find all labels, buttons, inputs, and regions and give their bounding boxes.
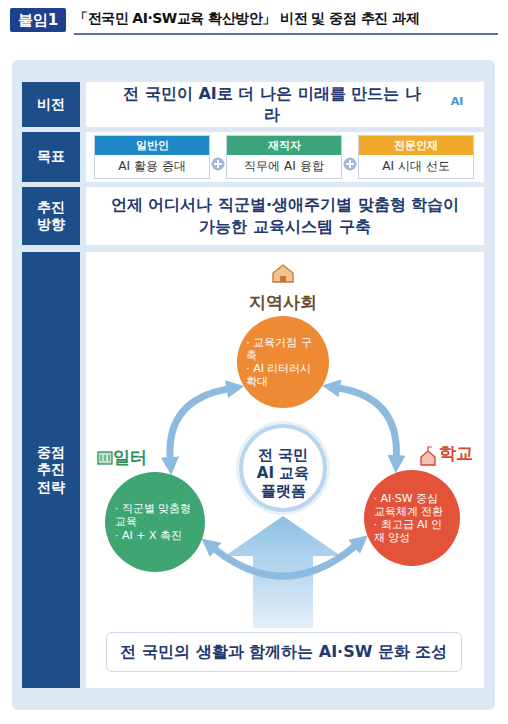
- house-shape: [273, 265, 293, 282]
- school-icon: [421, 447, 435, 465]
- title-text: 「전국민 AI·SW교육 확산방안」 비전 및 중점 추진 과제: [74, 10, 419, 28]
- row-label-box: 비전: [22, 82, 80, 127]
- building-shape: [98, 452, 112, 464]
- goal-tag: 일반인: [95, 136, 209, 155]
- box-text: 전 국민이 AI로 더 나은 미래를 만드는 나라: [116, 84, 428, 126]
- strategy-circle: 지역사회· 교육거점 구축· AI 리터러시 확대: [237, 316, 329, 408]
- circle-heading: 지역사회: [217, 291, 349, 314]
- row-label-box: 추진 방향: [22, 187, 80, 245]
- icon-label: AI: [440, 95, 474, 108]
- school-shape: [421, 451, 435, 465]
- cycle-arrow: [214, 546, 355, 576]
- strategy-circle: 일터· 직군별 맞춤형 교육· AI + X 촉진: [105, 472, 205, 572]
- goal-tag: 전문인재: [359, 136, 473, 155]
- box-text: 언제 어디서나 직군별·생애주기별 맞춤형 학습이 가능한 교육시스템 구축: [108, 194, 462, 237]
- platform-circle: 전 국민 AI 교육 플랫폼: [239, 424, 327, 512]
- plus-circle: [344, 158, 357, 171]
- box-text: 전 국민의 생활과 함께하는 AI·SW 문화 조성: [120, 642, 447, 663]
- circle-bullet: · AI·SW 중심 교육체계 전환: [374, 492, 451, 518]
- circle-body: · AI·SW 중심 교육체계 전환· 최고급 AI 인재 양성: [374, 492, 451, 545]
- building-windows: [101, 455, 109, 461]
- circle-bullet: · 교육거점 구축: [246, 336, 320, 362]
- goal-box: 전문인재AI 시대 선도: [358, 135, 474, 179]
- circle-heading: 학교: [420, 442, 473, 465]
- vision-box: 전 국민이 AI로 더 나은 미래를 만드는 나라: [86, 82, 484, 127]
- circle-bullet: · 최고급 AI 인재 양성: [374, 518, 451, 544]
- circle-heading: 일터: [95, 446, 147, 469]
- title-underline: [74, 33, 498, 35]
- school-flag: [428, 447, 432, 451]
- strategy-circle: 학교· AI·SW 중심 교육체계 전환· 최고급 AI 인재 양성: [364, 470, 460, 566]
- row-label: 중점 추진 전략: [28, 444, 74, 497]
- panel-ground: [12, 60, 495, 710]
- cycle-arrow: [338, 388, 396, 457]
- circle-bullet: · AI + X 촉진: [115, 529, 195, 542]
- attachment-tag: 붙임1: [10, 8, 66, 32]
- platform-text: 전 국민 AI 교육 플랫폼: [251, 446, 315, 500]
- plus-circle: [212, 158, 225, 171]
- plus-sign: [344, 158, 357, 171]
- circle-bullet: · AI 리터러시 확대: [246, 362, 320, 388]
- strategy-ground: [86, 252, 484, 688]
- house-door: [280, 276, 286, 282]
- row-label: 목표: [37, 148, 65, 166]
- goal-box: 일반인AI 활용 증대: [94, 135, 210, 179]
- circle-body: · 직군별 맞춤형 교육· AI + X 촉진: [115, 502, 195, 542]
- cycle-arrow: [170, 389, 228, 459]
- plus-mark: [214, 160, 222, 168]
- community-icon: [273, 265, 293, 282]
- row-label-box: 목표: [22, 132, 80, 182]
- goal-text: AI 시대 선도: [378, 155, 453, 178]
- circle-body: · 교육거점 구축· AI 리터러시 확대: [246, 336, 320, 389]
- goal-text: 직무에 AI 융합: [240, 155, 327, 178]
- row-label-box: 중점 추진 전략: [22, 252, 80, 688]
- plus-sign: [212, 158, 225, 171]
- direction-box: 언제 어디서나 직군별·생애주기별 맞춤형 학습이 가능한 교육시스템 구축: [86, 187, 484, 245]
- plus-mark: [346, 160, 354, 168]
- goal-tag: 재직자: [227, 136, 341, 155]
- row-label: 비전: [37, 96, 65, 114]
- circle-bullet: · 직군별 맞춤형 교육: [115, 502, 195, 528]
- workplace-icon: [98, 452, 112, 464]
- tag-text: 붙임1: [18, 11, 58, 30]
- culture-box: 전 국민의 생활과 함께하는 AI·SW 문화 조성: [106, 632, 462, 672]
- support-arrow: [225, 516, 341, 628]
- goal-box: 재직자직무에 AI 융합: [226, 135, 342, 179]
- row-label: 추진 방향: [28, 199, 74, 234]
- goal-text: AI 활용 증대: [114, 155, 189, 178]
- goal-row-ground: [86, 132, 484, 182]
